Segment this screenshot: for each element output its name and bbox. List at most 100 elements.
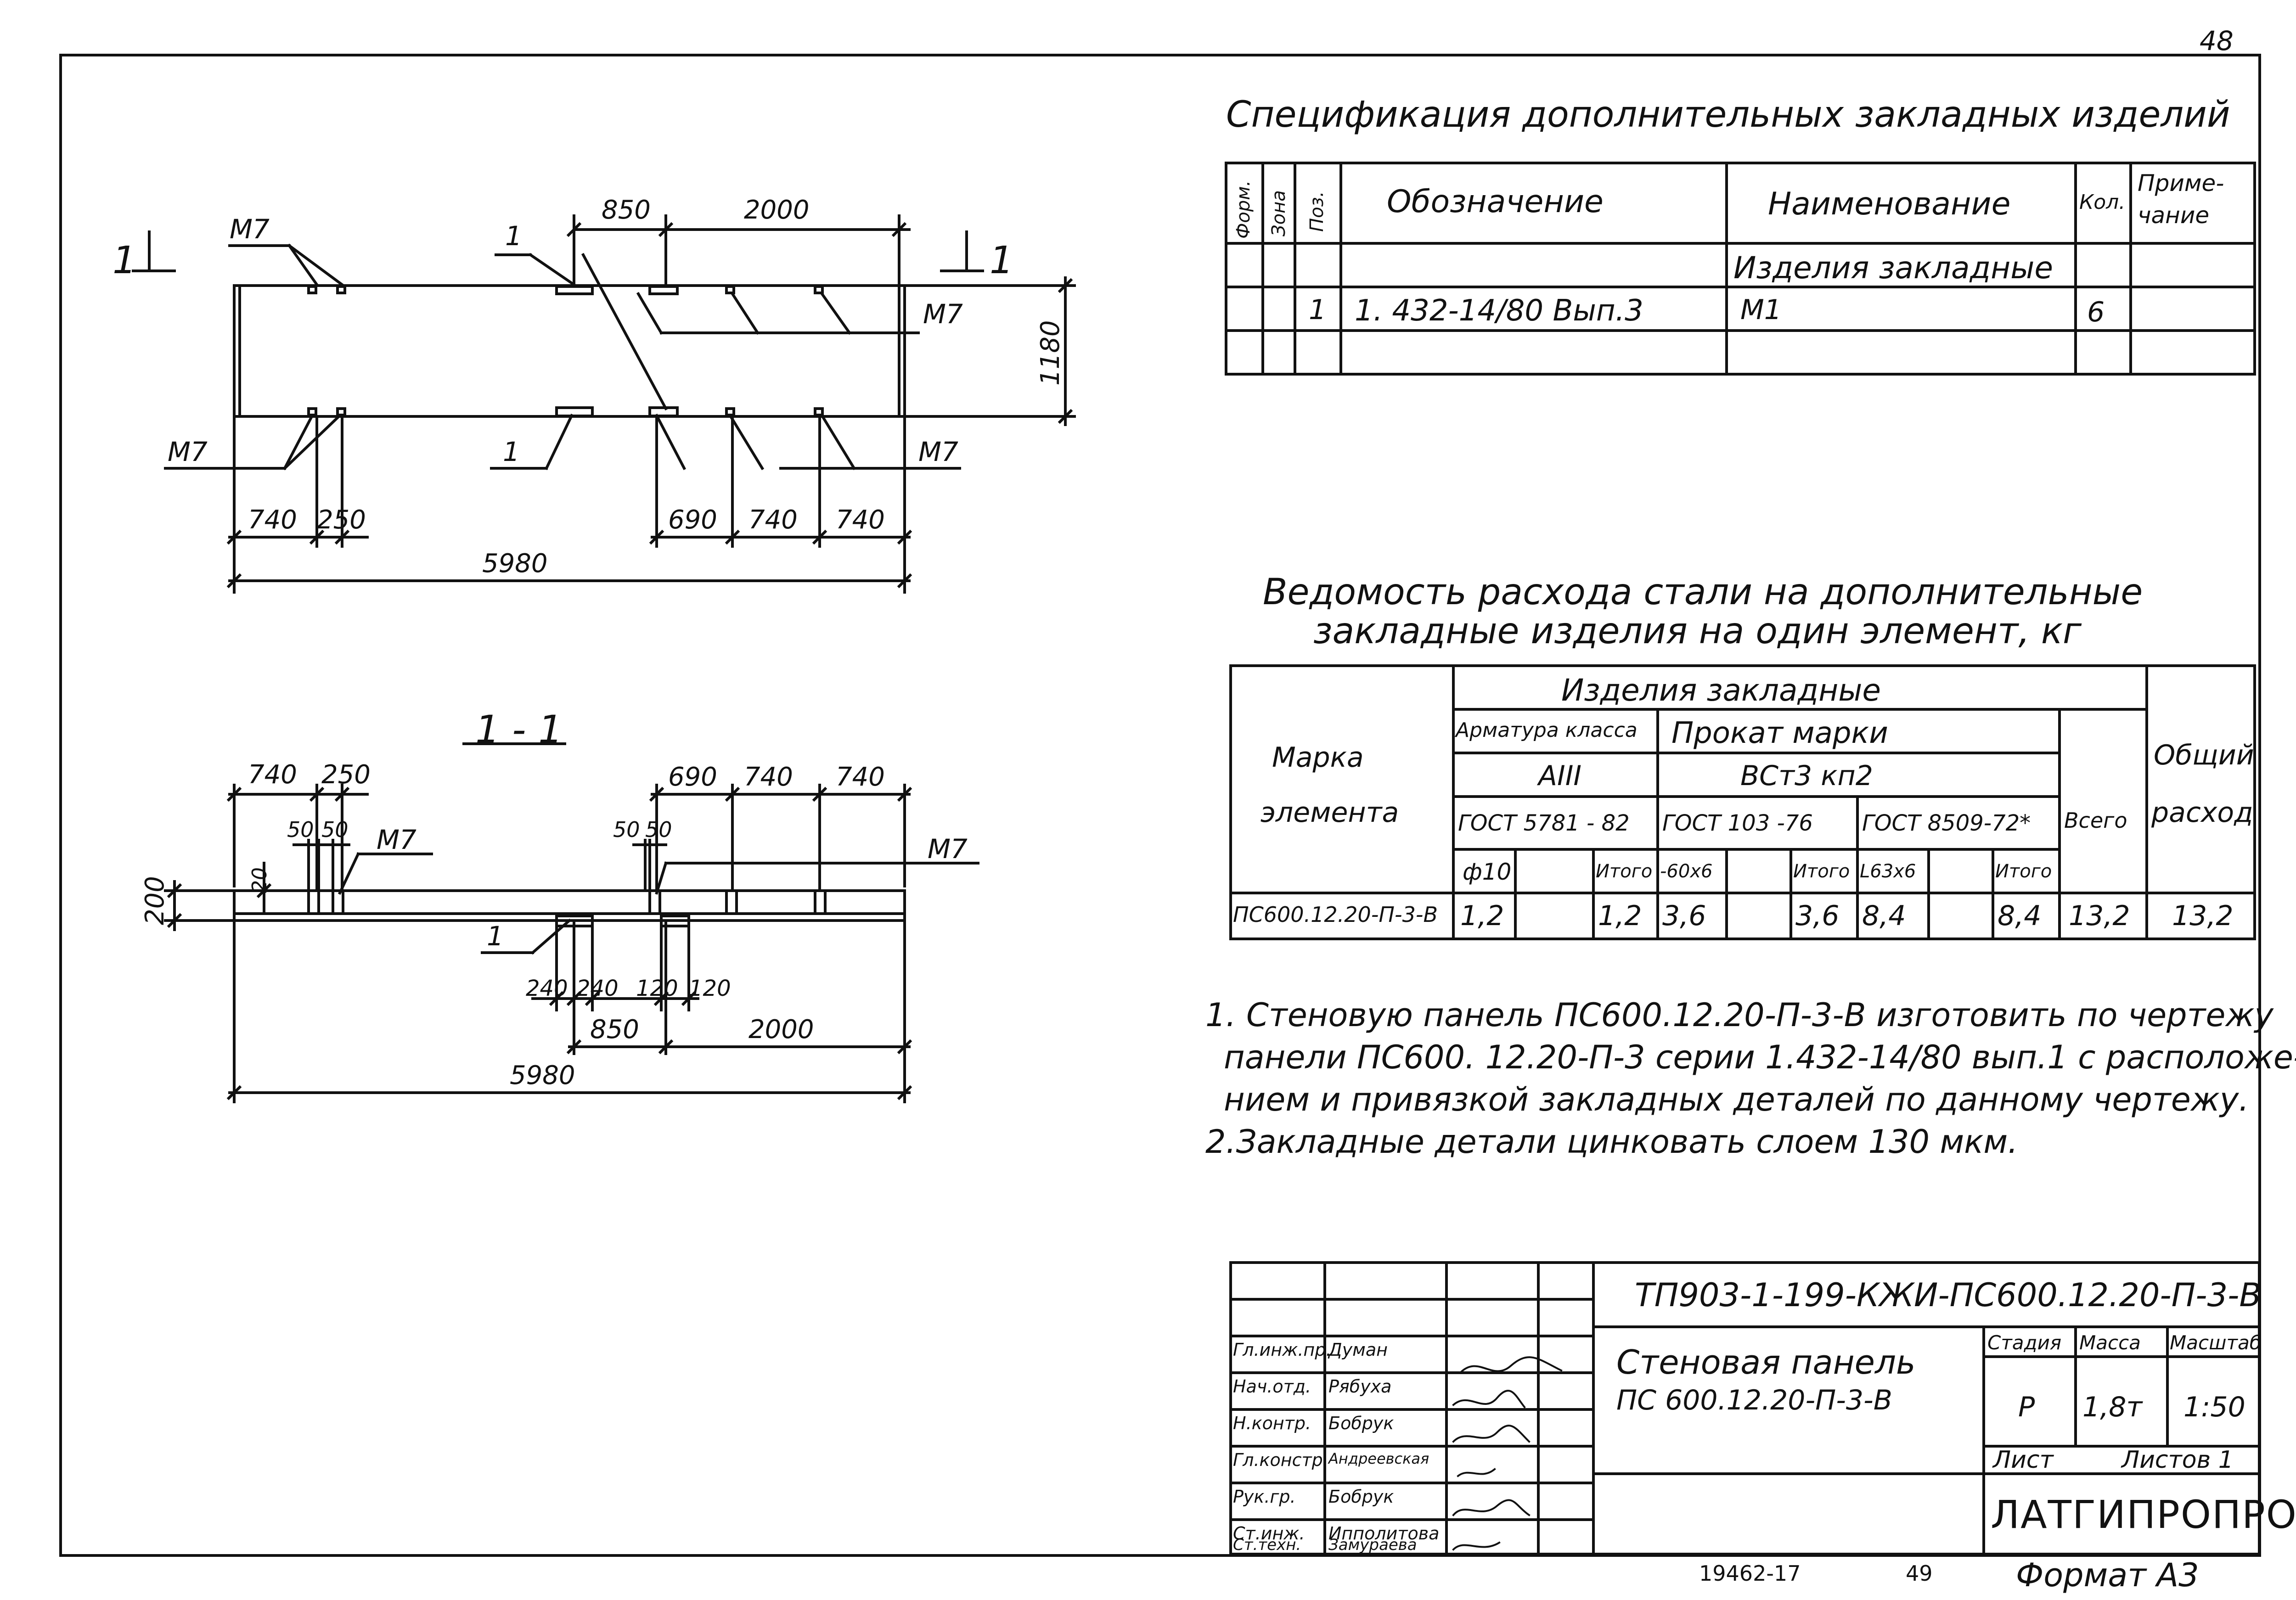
tb-role-5: Рук.гр.	[1233, 1487, 1296, 1507]
dim-5980-plan: 5980	[482, 549, 548, 578]
tb-name-6: Ипполитова	[1328, 1523, 1440, 1544]
section-title: 1 - 1	[475, 707, 563, 752]
sec-dim-240-b: 240	[576, 976, 619, 1001]
tb-name-4: Андреевская	[1328, 1450, 1429, 1467]
page-number: 48	[2200, 25, 2234, 56]
spec-header-format: Форм.	[1233, 180, 1254, 239]
steel-header-general-2: расход	[2151, 797, 2253, 829]
sec-dim-200: 200	[140, 876, 170, 925]
steel-header-group: Изделия закладные	[1561, 673, 1881, 708]
steel-header-rolled-grade: ВСт3 кп2	[1740, 760, 1873, 792]
steel-header-total: Всего	[2064, 808, 2127, 833]
sec-dim-250: 250	[321, 760, 371, 790]
dim-2000-top: 2000	[744, 195, 810, 225]
steel-header-mark-1: Марка	[1272, 741, 1364, 774]
steel-header-mark-2: элемента	[1261, 797, 1399, 829]
sec-dim-50-b: 50	[321, 817, 349, 842]
spec-row-group-name: Изделия закладные	[1733, 250, 2053, 286]
spec-header-zone: Зона	[1268, 190, 1289, 236]
title-block-organization: ЛАТГИПРОПРОМ	[1991, 1492, 2296, 1537]
steel-row-general: 13,2	[2172, 900, 2234, 932]
tb-role-7: Ст.техн.	[1233, 1536, 1301, 1554]
steel-col-angle: L63х6	[1860, 861, 1916, 882]
sec-label-m7-left: М7	[377, 824, 416, 855]
steel-header-gost-rebar: ГОСТ 5781 - 82	[1458, 810, 1630, 836]
sec-label-pos: 1	[487, 921, 504, 952]
sec-dim-120-a: 120	[636, 976, 678, 1001]
note-line-4: 2.Закладные детали цинковать слоем 130 м…	[1205, 1123, 2018, 1161]
title-block-mass: 1,8т	[2082, 1391, 2143, 1423]
title-block-stage-label: Стадия	[1987, 1331, 2062, 1354]
dim-690: 690	[668, 505, 717, 535]
spec-header-pos: Поз.	[1306, 191, 1328, 232]
tb-role-3: Н.контр.	[1233, 1413, 1311, 1433]
tb-role-4: Гл.констр.	[1233, 1450, 1328, 1470]
steel-header-rebar-grade: АIII	[1538, 760, 1582, 792]
tb-name-5: Бобрук	[1328, 1487, 1394, 1507]
spec-row-pos: 1	[1309, 294, 1327, 326]
spec-header-note-2: чание	[2138, 202, 2210, 229]
title-block-mass-label: Масса	[2079, 1331, 2141, 1354]
steel-row-strip: 3,6	[1662, 900, 1706, 932]
sec-dim-740-c: 740	[836, 762, 885, 792]
steel-row-angle: 8,4	[1862, 900, 1906, 932]
steel-header-gost-strip: ГОСТ 103 -76	[1662, 810, 1813, 836]
spec-table-lines	[1225, 162, 2256, 376]
note-line-3: нием и привязкой закладных деталей по да…	[1224, 1081, 2249, 1118]
steel-col-total-3: Итого	[1995, 861, 2052, 882]
steel-col-d10: ф10	[1463, 859, 1512, 885]
tb-name-3: Бобрук	[1328, 1413, 1394, 1433]
steel-col-total-2: Итого	[1793, 861, 1850, 882]
label-m7-top-left: М7	[230, 213, 270, 245]
sec-dim-5980: 5980	[510, 1061, 575, 1090]
sec-dim-690: 690	[668, 762, 717, 792]
tb-name-1: Думан	[1328, 1340, 1388, 1360]
steel-row-total: 13,2	[2069, 900, 2130, 932]
sheet-frame	[59, 54, 2261, 1557]
dim-1180: 1180	[1035, 320, 1065, 386]
sec-dim-50-d: 50	[645, 817, 672, 842]
steel-row-mark: ПС600.12.20-П-3-В	[1233, 902, 1438, 927]
sec-dim-120-b: 120	[689, 976, 731, 1001]
section-view-lines	[164, 742, 979, 1103]
spec-row-qty: 6	[2087, 296, 2105, 328]
sec-dim-740-b: 740	[744, 762, 793, 792]
sec-dim-50-c: 50	[613, 817, 640, 842]
tb-name-2: Рябуха	[1328, 1376, 1392, 1397]
label-m7-bottom-right: М7	[918, 436, 958, 467]
section-mark-right: 1	[990, 239, 1014, 282]
sec-dim-240-a: 240	[526, 976, 568, 1001]
title-block-sheet-label: Лист	[1993, 1446, 2054, 1474]
spec-table-title: Спецификация дополнительных закладных из…	[1226, 94, 2230, 135]
steel-table-title-1: Ведомость расхода стали на дополнительны…	[1263, 572, 2143, 613]
spec-header-name: Наименование	[1768, 186, 2011, 222]
title-block-stage: Р	[2018, 1391, 2035, 1423]
title-block-code: ТП903-1-199-КЖИ-ПС600.12.20-П-3-В	[1635, 1276, 2262, 1314]
label-pos-top: 1	[505, 220, 522, 252]
steel-row-total-2: 3,6	[1795, 900, 1840, 932]
title-block-lines	[1229, 1261, 2261, 1555]
footer-inventory: 19462-17	[1699, 1561, 1801, 1586]
footer-page: 49	[1906, 1561, 1933, 1586]
label-m7-top-right: М7	[923, 298, 963, 330]
title-block-object-1: Стеновая панель	[1616, 1343, 1916, 1381]
signature-scribbles	[1452, 1356, 1563, 1551]
tb-role-6: Ст.инж.	[1233, 1523, 1305, 1544]
steel-header-general-1: Общий	[2154, 739, 2254, 771]
steel-header-rolled-marks: Прокат марки	[1671, 716, 1888, 750]
title-block-scale-label: Масштаб	[2170, 1331, 2262, 1354]
spec-header-qty: Кол.	[2079, 191, 2126, 214]
steel-col-strip: -60х6	[1660, 861, 1713, 882]
sec-dim-850: 850	[590, 1015, 639, 1044]
plan-view-lines	[132, 214, 1076, 594]
sec-dim-20: 20	[248, 867, 271, 893]
tb-name-7: Замураева	[1328, 1536, 1417, 1554]
spec-header-designation: Обозначение	[1387, 184, 1604, 220]
title-block-scale: 1:50	[2183, 1391, 2245, 1423]
tb-role-1: Гл.инж.пр.	[1233, 1340, 1332, 1360]
tb-role-2: Нач.отд.	[1233, 1376, 1311, 1397]
dim-850-top: 850	[602, 195, 651, 225]
steel-col-total-1: Итого	[1596, 861, 1653, 882]
sec-dim-2000: 2000	[748, 1015, 814, 1044]
steel-row-total-3: 8,4	[1998, 900, 2042, 932]
